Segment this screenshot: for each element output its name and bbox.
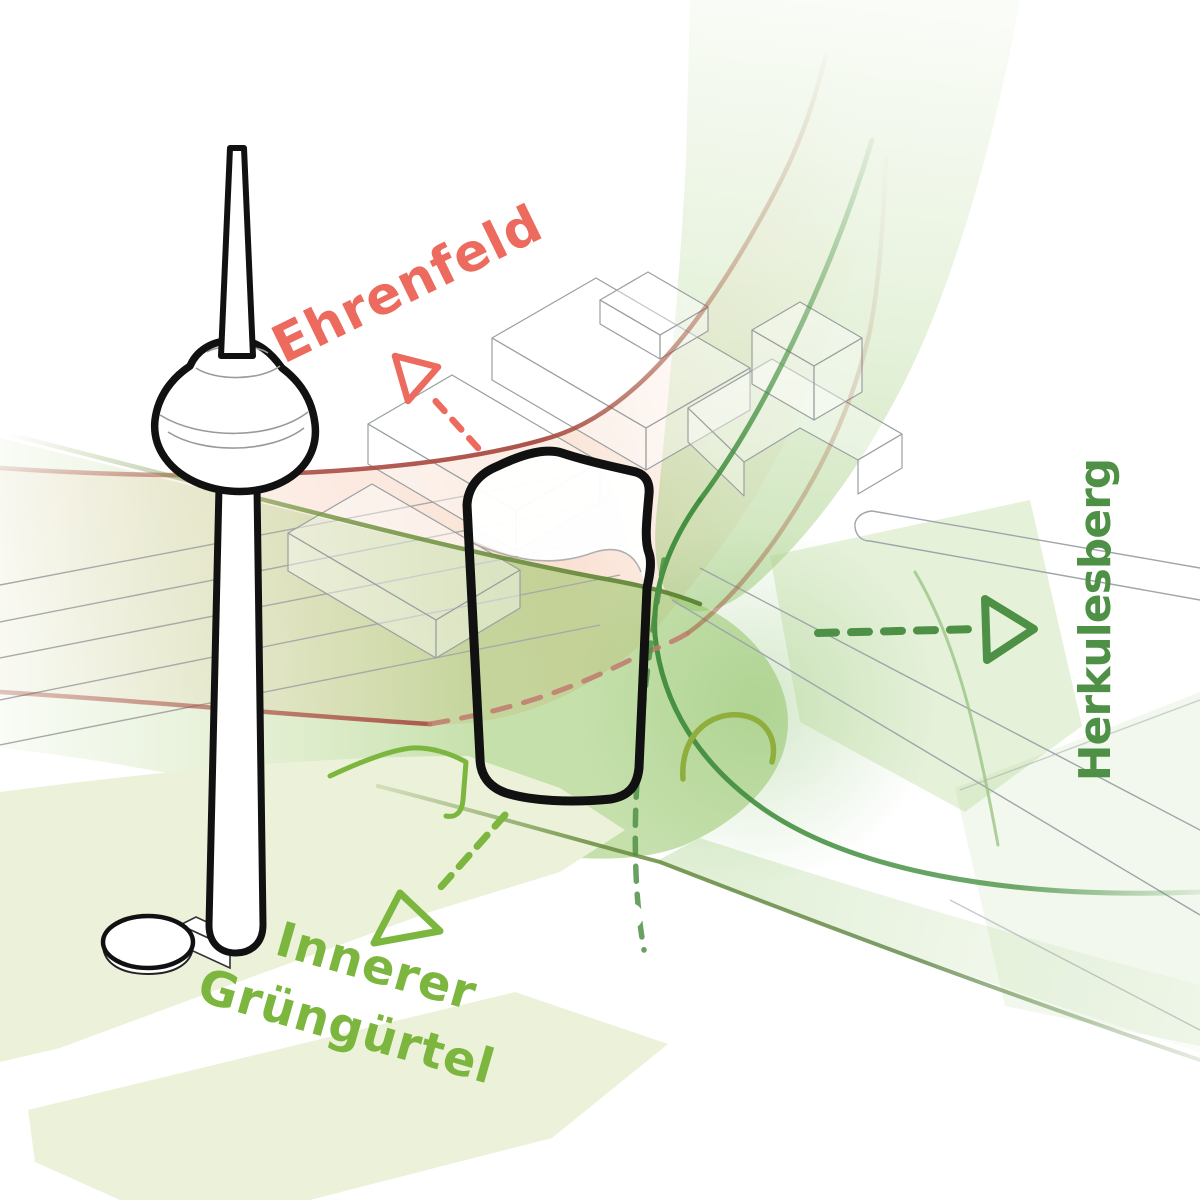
gruenguertel-upper-edge xyxy=(0,429,703,607)
gruenguertel-arrow-head xyxy=(370,889,444,947)
park-road xyxy=(57,894,643,1075)
site-building-roof-line xyxy=(469,541,642,573)
site-building-roof xyxy=(467,451,651,588)
herkulesberg-label: Herkulesberg xyxy=(1070,459,1121,782)
herkulesberg-arrow-head xyxy=(981,595,1038,664)
herkulesberg-outer-edge-upper xyxy=(697,137,875,503)
herkulesberg-arrow xyxy=(814,595,1038,664)
ehrenfeld-axis-lower-edge-right xyxy=(685,155,889,636)
gruenguertel-arrow xyxy=(370,811,509,947)
herkulesberg-arrow-dashes xyxy=(814,625,982,637)
gruenguertel-lower-edge xyxy=(376,784,1200,1062)
ehrenfeld-arrow-dashes xyxy=(426,391,482,452)
herkulesberg-dashed-connection xyxy=(632,557,667,953)
tv-tower-base-disc xyxy=(100,913,196,976)
site-building xyxy=(462,446,655,806)
park-boundary-line xyxy=(327,745,469,819)
ehrenfeld-arrow-head xyxy=(391,352,442,405)
ramp-arc xyxy=(680,712,777,782)
tv-tower-shaft xyxy=(205,483,267,957)
site-building-outline xyxy=(462,446,655,806)
road-lines xyxy=(671,510,1200,1031)
tv-tower-pod xyxy=(150,336,320,496)
tv-tower-antenna xyxy=(218,145,256,359)
gruenguertel-arrow-dashes xyxy=(436,811,509,892)
park-areas xyxy=(0,500,1200,1200)
ehrenfeld-arrow xyxy=(391,352,482,452)
gruenguertel-corridor-wash xyxy=(0,438,1200,1052)
tv-tower xyxy=(100,145,320,976)
inner-loop-curve xyxy=(913,570,1000,847)
